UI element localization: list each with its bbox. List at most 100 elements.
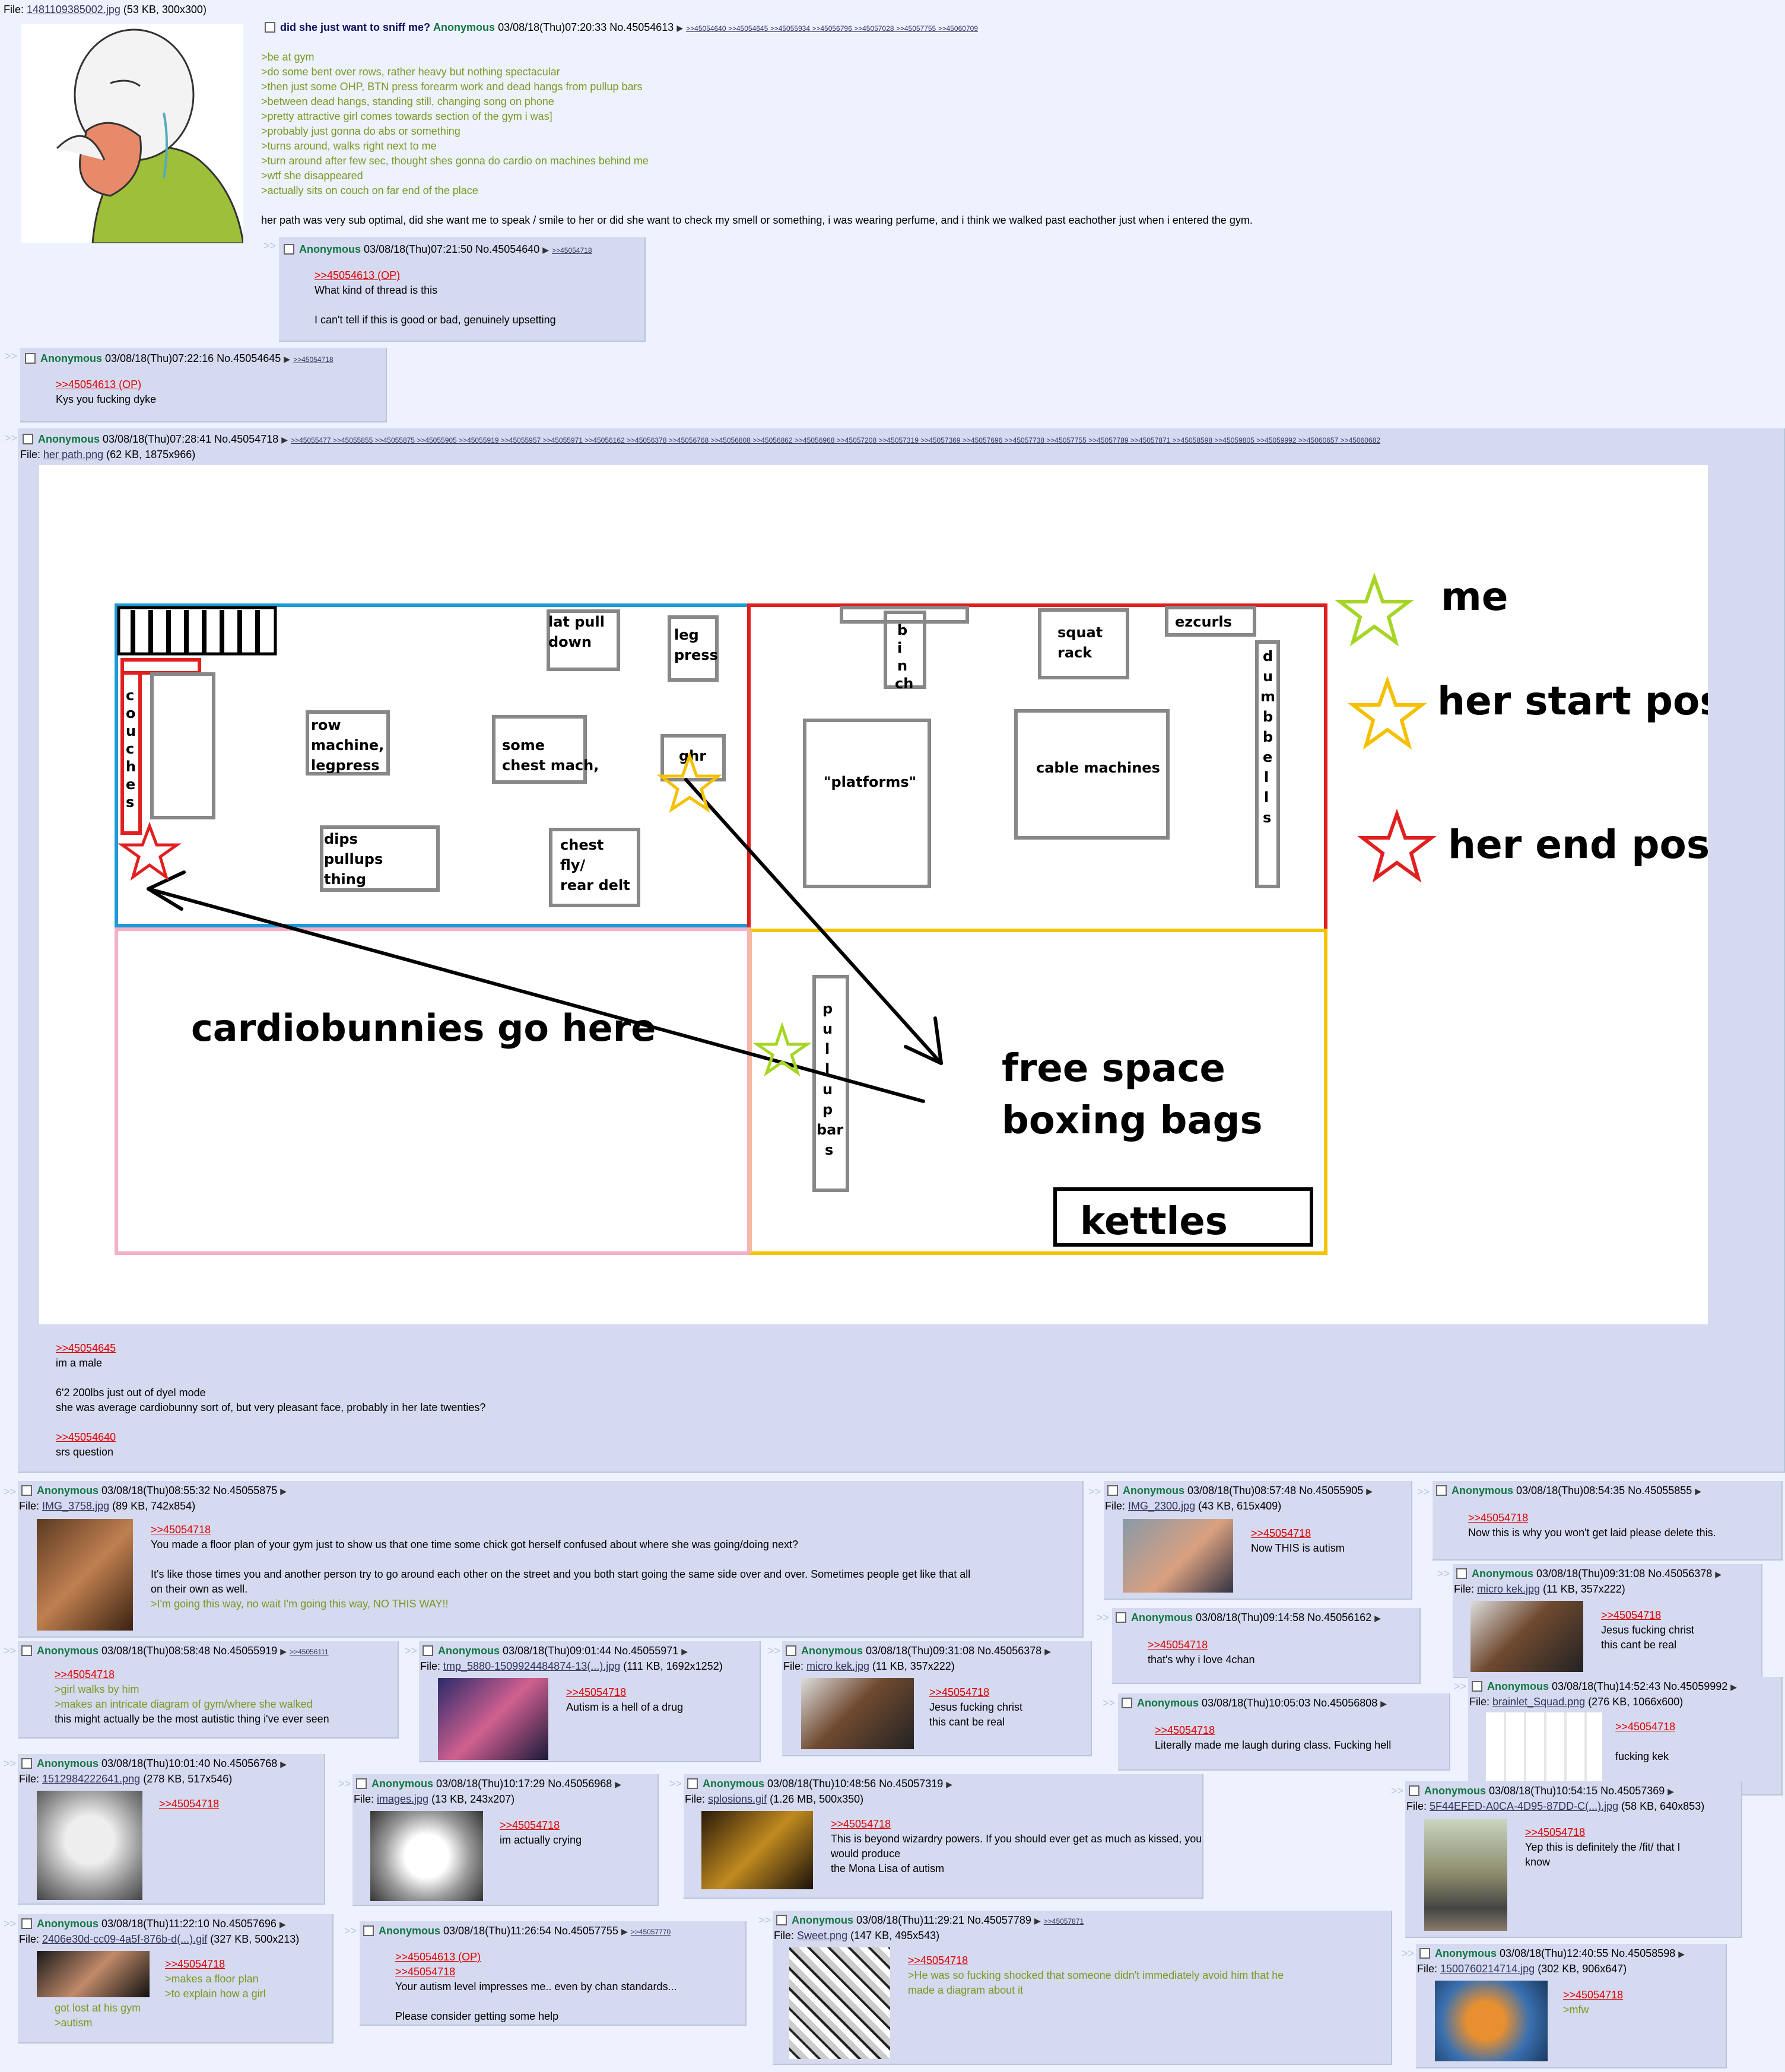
post-menu-icon[interactable]: ▶ xyxy=(1730,1682,1738,1692)
op-menu-icon[interactable]: ▶ xyxy=(676,23,684,33)
post-backlinks[interactable]: >>45054718 xyxy=(552,246,592,255)
quote-link[interactable]: >>45054640 xyxy=(56,1431,116,1443)
op-thumbnail[interactable] xyxy=(21,24,243,243)
post-checkbox[interactable] xyxy=(1456,1568,1467,1579)
post-backlinks[interactable]: >>45057770 xyxy=(630,1928,671,1936)
post-menu-icon[interactable]: ▶ xyxy=(280,1647,287,1656)
post-menu-icon[interactable]: ▶ xyxy=(542,245,550,255)
post-file-link[interactable]: tmp_5880-1509924484874-13(...).jpg xyxy=(443,1660,621,1672)
post-checkbox[interactable] xyxy=(1122,1698,1132,1708)
post-checkbox[interactable] xyxy=(1472,1681,1482,1692)
post-thumbnail[interactable] xyxy=(37,1951,150,1997)
post-meta[interactable]: 03/08/18(Thu)09:31:08 No.45056378 xyxy=(1536,1568,1713,1580)
post-meta[interactable]: 03/08/18(Thu)10:54:15 No.45057369 xyxy=(1489,1785,1665,1797)
post-checkbox[interactable] xyxy=(25,353,36,364)
post-menu-icon[interactable]: ▶ xyxy=(1678,1949,1685,1959)
post-menu-icon[interactable]: ▶ xyxy=(1044,1647,1052,1656)
post-file-link[interactable]: her path.png xyxy=(43,449,104,460)
post-meta[interactable]: 03/08/18(Thu)12:40:55 No.45058598 xyxy=(1500,1947,1676,1959)
post-meta[interactable]: 03/08/18(Thu)11:26:54 No.45057755 xyxy=(443,1925,618,1937)
post-meta[interactable]: 03/08/18(Thu)08:57:48 No.45055905 xyxy=(1187,1485,1364,1496)
post-checkbox[interactable] xyxy=(21,1645,32,1656)
post-meta[interactable]: 03/08/18(Thu)07:28:41 No.45054718 xyxy=(103,433,279,445)
post-menu-icon[interactable]: ▶ xyxy=(1374,1613,1381,1623)
post-thumbnail[interactable] xyxy=(370,1811,483,1901)
post-file-link[interactable]: 1500760214714.jpg xyxy=(1440,1963,1535,1975)
post-file-link[interactable]: IMG_2300.jpg xyxy=(1128,1500,1196,1512)
quote-link[interactable]: >>45054718 xyxy=(1563,1989,1624,2001)
post-file-link[interactable]: micro kek.jpg xyxy=(1477,1583,1541,1595)
post-meta[interactable]: 03/08/18(Thu)10:05:03 No.45056808 xyxy=(1202,1697,1378,1709)
op-backlinks[interactable]: >>45054640 >>45054645 >>45055934 >>45056… xyxy=(686,24,978,33)
post-checkbox[interactable] xyxy=(1436,1485,1447,1496)
post-meta[interactable]: 03/08/18(Thu)10:48:56 No.45057319 xyxy=(767,1778,944,1790)
post-meta[interactable]: 03/08/18(Thu)10:01:40 No.45056768 xyxy=(101,1758,278,1769)
quote-link[interactable]: >>45054718 xyxy=(159,1798,220,1810)
post-backlinks[interactable]: >>45054718 xyxy=(293,355,334,364)
quote-link[interactable]: >>45054718 xyxy=(1525,1826,1586,1838)
post-meta[interactable]: 03/08/18(Thu)08:55:32 No.45055875 xyxy=(101,1485,278,1496)
quote-link[interactable]: >>45054718 xyxy=(566,1686,627,1698)
post-meta[interactable]: 03/08/18(Thu)10:17:29 No.45056968 xyxy=(436,1778,612,1790)
quote-link[interactable]: >>45054718 xyxy=(1601,1609,1662,1621)
post-checkbox[interactable] xyxy=(687,1778,698,1789)
post-thumbnail[interactable] xyxy=(789,1947,890,2059)
post-checkbox[interactable] xyxy=(1107,1485,1118,1496)
quote-link[interactable]: >>45054718 xyxy=(500,1819,560,1831)
post-thumbnail[interactable] xyxy=(438,1678,548,1760)
quote-link[interactable]: >>45054718 xyxy=(395,1966,456,1978)
post-menu-icon[interactable]: ▶ xyxy=(279,1920,286,1929)
post-checkbox[interactable] xyxy=(1419,1948,1430,1959)
post-backlinks[interactable]: >>45055477 >>45055855 >>45055875 >>45055… xyxy=(291,436,1381,444)
post-backlinks[interactable]: >>45057871 xyxy=(1043,1917,1084,1925)
quote-link[interactable]: >>45054718 xyxy=(165,1958,225,1970)
quote-link[interactable]: >>45054718 xyxy=(1155,1724,1215,1736)
post-checkbox[interactable] xyxy=(21,1485,32,1496)
post-checkbox[interactable] xyxy=(1116,1612,1126,1623)
post-thumbnail[interactable] xyxy=(1424,1819,1507,1931)
post-file-link[interactable]: 5F44EFED-A0CA-4D95-87DD-C(...).jpg xyxy=(1430,1800,1619,1812)
post-menu-icon[interactable]: ▶ xyxy=(1034,1916,1041,1925)
post-file-link[interactable]: micro kek.jpg xyxy=(806,1660,870,1672)
post-checkbox[interactable] xyxy=(356,1778,367,1789)
op-file-link[interactable]: 1481109385002.jpg xyxy=(27,4,120,15)
post-menu-icon[interactable]: ▶ xyxy=(946,1779,953,1789)
post-file-link[interactable]: 1512984222641.png xyxy=(42,1773,141,1785)
quote-link[interactable]: >>45054718 xyxy=(1251,1527,1311,1539)
post-checkbox[interactable] xyxy=(776,1915,787,1925)
post-menu-icon[interactable]: ▶ xyxy=(1668,1787,1675,1796)
quote-link[interactable]: >>45054718 xyxy=(929,1686,990,1698)
post-thumbnail[interactable] xyxy=(801,1678,914,1749)
post-thumbnail[interactable] xyxy=(1435,1981,1548,2061)
post-menu-icon[interactable]: ▶ xyxy=(1715,1569,1722,1579)
post-checkbox[interactable] xyxy=(21,1918,32,1929)
quote-link[interactable]: >>45054613 (OP) xyxy=(315,269,401,281)
post-file-link[interactable]: brainlet_Squad.png xyxy=(1492,1696,1586,1708)
post-meta[interactable]: 03/08/18(Thu)14:52:43 No.45059992 xyxy=(1552,1680,1728,1692)
quote-link[interactable]: >>45054645 xyxy=(56,1342,116,1354)
post-file-link[interactable]: 2406e30d-cc09-4a5f-876b-d(...).gif xyxy=(42,1933,208,1945)
post-file-link[interactable]: splosions.gif xyxy=(708,1793,767,1805)
post-thumbnail[interactable] xyxy=(701,1811,813,1889)
post-checkbox[interactable] xyxy=(284,244,294,255)
post-meta[interactable]: 03/08/18(Thu)09:01:44 No.45055971 xyxy=(503,1645,679,1657)
post-meta[interactable]: 03/08/18(Thu)07:22:16 No.45054645 xyxy=(105,352,281,364)
quote-link[interactable]: >>45054718 xyxy=(1148,1639,1208,1651)
post-checkbox[interactable] xyxy=(423,1645,433,1656)
post-file-link[interactable]: IMG_3758.jpg xyxy=(42,1500,110,1512)
quote-link[interactable]: >>45054718 xyxy=(55,1669,115,1680)
post-checkbox[interactable] xyxy=(21,1758,32,1769)
quote-link[interactable]: >>45054718 xyxy=(1468,1512,1529,1524)
post-menu-icon[interactable]: ▶ xyxy=(281,435,288,444)
post-meta[interactable]: 03/08/18(Thu)08:54:35 No.45055855 xyxy=(1516,1485,1692,1496)
post-checkbox[interactable] xyxy=(1409,1785,1419,1796)
post-thumbnail[interactable] xyxy=(37,1519,133,1631)
post-thumbnail[interactable] xyxy=(37,1791,142,1900)
post-menu-icon[interactable]: ▶ xyxy=(280,1759,287,1769)
post-file-link[interactable]: Sweet.png xyxy=(797,1930,848,1941)
quote-link[interactable]: >>45054718 xyxy=(908,1955,968,1966)
quote-link[interactable]: >>45054613 (OP) xyxy=(56,379,142,390)
post-checkbox[interactable] xyxy=(363,1925,374,1936)
post-menu-icon[interactable]: ▶ xyxy=(280,1486,287,1496)
